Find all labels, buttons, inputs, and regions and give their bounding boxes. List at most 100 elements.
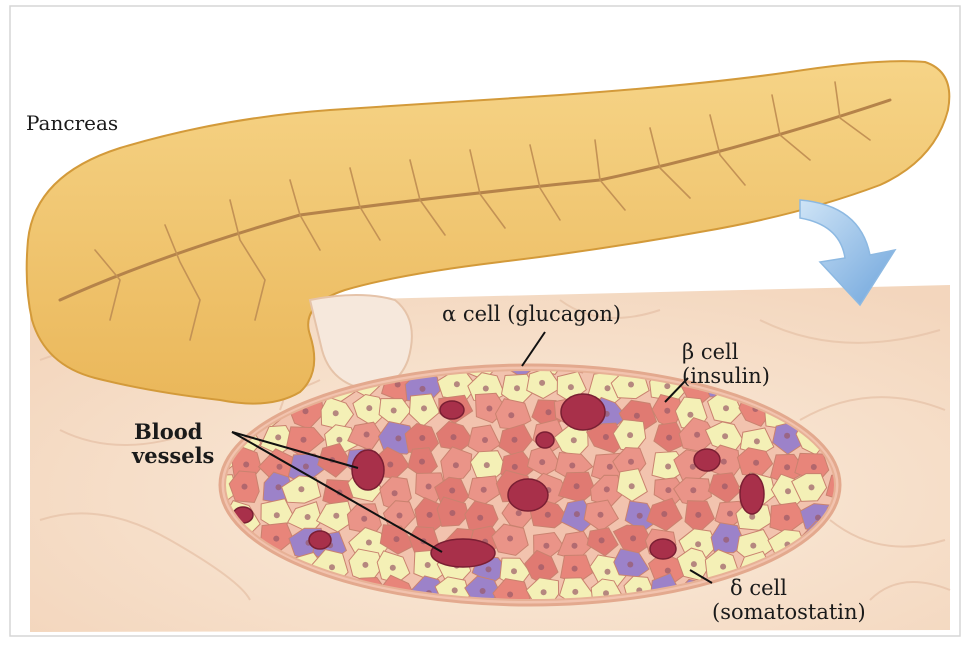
cell-nucleus [572,543,578,549]
cell-nucleus [336,437,342,443]
cell-nucleus [727,511,733,517]
cell-nucleus [722,433,728,439]
cell-nucleus [301,437,307,443]
cell-nucleus [687,412,693,418]
cell-nucleus [722,483,728,489]
cell-nucleus [695,512,701,518]
cell-nucleus [750,543,756,549]
cell-nucleus [480,588,486,594]
cell-nucleus [785,488,791,494]
cell-nucleus [427,512,433,518]
cell-nucleus [665,464,671,470]
cell-nucleus [242,484,248,490]
cell-nucleus [486,406,492,412]
cell-nucleus [695,541,701,547]
cell-nucleus [664,408,670,414]
cell-nucleus [452,587,458,593]
cell-nucleus [273,536,279,542]
cell-nucleus [541,589,547,595]
label-vessels: vessels [132,444,214,468]
blood-vessel [352,450,384,490]
cell-nucleus [628,382,634,388]
cell-nucleus [628,459,634,465]
cell-nucleus [449,488,455,494]
cell-nucleus [426,484,432,490]
label-beta-cell: β cell [682,340,738,364]
cell-nucleus [508,412,514,418]
cell-nucleus [694,432,700,438]
cell-nucleus [603,434,609,440]
cell-nucleus [545,512,551,518]
cell-nucleus [361,516,367,522]
cell-nucleus [539,380,545,386]
cell-nucleus [390,565,396,571]
cell-nucleus [665,568,671,574]
cell-nucleus [539,459,545,465]
cell-nucleus [483,386,489,392]
cell-nucleus [276,484,282,490]
cell-nucleus [419,459,425,465]
cell-nucleus [507,536,513,542]
cell-nucleus [486,566,492,572]
cell-nucleus [482,437,488,443]
cell-nucleus [543,543,549,549]
cell-nucleus [420,386,426,392]
cell-nucleus [723,537,729,543]
cell-nucleus [784,464,790,470]
cell-nucleus [629,483,635,489]
label-delta-cell: δ cell [730,576,787,600]
blood-vessel [309,531,331,549]
cell-nucleus [277,464,283,470]
cell-nucleus [449,510,455,516]
blood-vessel [431,539,495,567]
cell-nucleus [637,513,643,519]
cell-nucleus [571,437,577,443]
cell-nucleus [809,484,815,490]
cell-nucleus [574,511,580,517]
cell-nucleus [627,432,633,438]
cell-nucleus [568,384,574,390]
blood-vessel [440,401,464,419]
cell-nucleus [421,405,427,411]
cell-nucleus [661,511,667,517]
cell-nucleus [243,462,249,468]
cell-nucleus [572,566,578,572]
cell-nucleus [298,486,304,492]
cell-nucleus [333,410,339,416]
cell-nucleus [275,434,281,440]
cell-nucleus [305,514,311,520]
cell-nucleus [605,569,611,575]
cell-nucleus [690,487,696,493]
cell-nucleus [634,413,640,419]
cell-nucleus [454,381,460,387]
cell-nucleus [753,460,759,466]
cell-nucleus [329,564,335,570]
cell-nucleus [387,462,393,468]
cell-nucleus [511,568,517,574]
cell-nucleus [364,432,370,438]
blood-vessel [694,449,720,471]
cell-nucleus [512,464,518,470]
blood-vessel [740,474,764,514]
cell-nucleus [514,385,520,391]
label-delta-somatostatin: (somatostatin) [712,600,866,624]
cell-nucleus [627,562,633,568]
cell-nucleus [366,540,372,546]
cell-nucleus [453,462,459,468]
cell-nucleus [419,435,425,441]
cell-nucleus [605,385,611,391]
cell-nucleus [572,589,578,595]
cell-nucleus [507,592,513,598]
cell-nucleus [512,437,518,443]
cell-nucleus [664,383,670,389]
cell-nucleus [425,562,431,568]
cell-nucleus [569,463,575,469]
cell-nucleus [604,486,610,492]
cell-nucleus [484,462,490,468]
cell-nucleus [366,405,372,411]
cell-nucleus [784,515,790,521]
cell-nucleus [598,512,604,518]
cell-nucleus [333,513,339,519]
cell-nucleus [546,409,552,415]
